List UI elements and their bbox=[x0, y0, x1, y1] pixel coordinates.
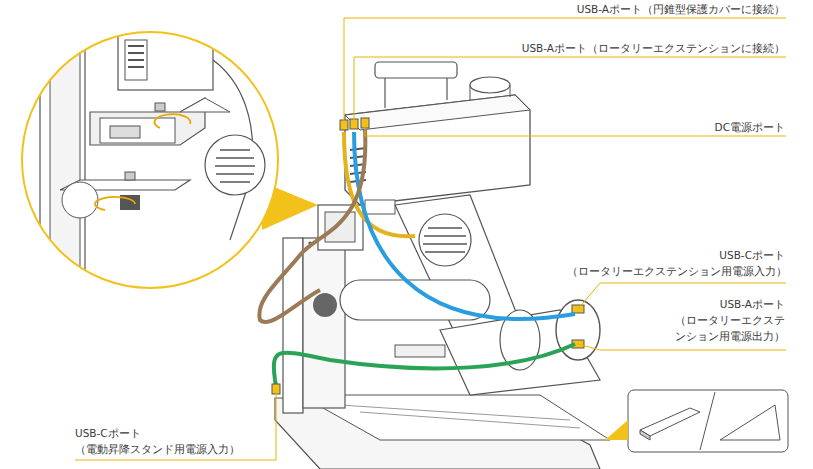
callout-label: （電動昇降スタンド用電源入力） bbox=[75, 443, 240, 456]
illustration-line bbox=[700, 392, 715, 450]
illustration-line bbox=[510, 85, 511, 97]
illustration-line bbox=[128, 59, 144, 61]
callout-label: （ロータリーエクステ bbox=[675, 314, 785, 327]
illustration-rect bbox=[125, 172, 135, 180]
illustration-rect bbox=[325, 212, 355, 242]
illustration-line bbox=[384, 78, 385, 108]
inset-detail bbox=[0, 0, 300, 310]
illustration-line bbox=[428, 227, 462, 229]
illustration-polygon bbox=[640, 430, 650, 440]
illustration-line bbox=[128, 66, 144, 68]
illustration-polygon bbox=[605, 420, 628, 440]
illustration-line bbox=[360, 412, 580, 428]
illustration-polyline bbox=[578, 344, 786, 350]
illustration-rect bbox=[118, 10, 213, 90]
callout-label: ンション用電源出力） bbox=[675, 330, 785, 343]
illustration-line bbox=[423, 243, 467, 245]
accessory-box bbox=[628, 390, 788, 452]
illustration-circle bbox=[205, 135, 265, 195]
illustration-rect bbox=[303, 238, 345, 408]
illustration-rect bbox=[100, 118, 175, 143]
illustration-polyline bbox=[365, 120, 786, 136]
illustration-polygon bbox=[180, 98, 230, 112]
illustration-rect bbox=[155, 103, 165, 111]
illustration-line bbox=[424, 235, 466, 237]
callout-label: （ロータリーエクステンション用電源入力） bbox=[567, 265, 787, 278]
illustration-g bbox=[423, 228, 467, 252]
illustration-line bbox=[215, 165, 255, 167]
illustration-line bbox=[446, 78, 447, 100]
illustration-line bbox=[216, 157, 254, 159]
illustration-path bbox=[95, 197, 135, 210]
callout-label: USB-Aポート bbox=[720, 298, 785, 311]
green-cable bbox=[274, 344, 575, 386]
callout-label: USB-Cポート bbox=[75, 427, 141, 440]
knob bbox=[313, 293, 337, 317]
illustration-g bbox=[128, 46, 144, 67]
callout-label: DC電源ポート bbox=[715, 121, 785, 134]
illustration-line bbox=[128, 45, 144, 47]
illustration-line bbox=[220, 149, 250, 151]
illustration-rect bbox=[110, 126, 140, 138]
illustration-line bbox=[425, 251, 465, 253]
blue-cable bbox=[354, 132, 575, 319]
leader-lines bbox=[75, 18, 786, 460]
illustration-polyline bbox=[75, 392, 276, 460]
inset-circle bbox=[22, 32, 278, 288]
illustration-line bbox=[128, 52, 144, 54]
illustration-line bbox=[220, 181, 250, 183]
lens-cylinder bbox=[470, 77, 510, 93]
illustration-path bbox=[154, 114, 190, 128]
illustration-rect bbox=[125, 40, 147, 80]
illustration-polygon bbox=[90, 98, 205, 145]
fan bbox=[419, 214, 471, 266]
illustration-line bbox=[340, 405, 570, 420]
handle bbox=[375, 62, 457, 78]
illustration-polyline bbox=[344, 18, 786, 122]
base-top bbox=[300, 395, 610, 440]
callout-label: USB-Aポート（円錐型保護カバーに接続） bbox=[577, 3, 785, 16]
illustration-line bbox=[470, 85, 471, 100]
illustration-rect bbox=[365, 200, 395, 214]
illustration-polygon bbox=[640, 408, 700, 436]
laser-body bbox=[345, 95, 530, 205]
illustration-line bbox=[216, 173, 254, 175]
bracket bbox=[318, 205, 363, 250]
illustration-circle bbox=[62, 182, 98, 218]
illustration-g bbox=[215, 150, 255, 182]
brown-cable bbox=[259, 130, 365, 322]
illustration-polyline bbox=[354, 57, 786, 121]
callout-label: USB-Aポート（ロータリーエクステンションに接続） bbox=[522, 42, 785, 55]
callout-label: USB-Cポート bbox=[719, 249, 785, 262]
illustration-polygon bbox=[720, 405, 780, 440]
illustration-rect bbox=[395, 345, 445, 357]
illustration-polygon bbox=[345, 95, 530, 130]
